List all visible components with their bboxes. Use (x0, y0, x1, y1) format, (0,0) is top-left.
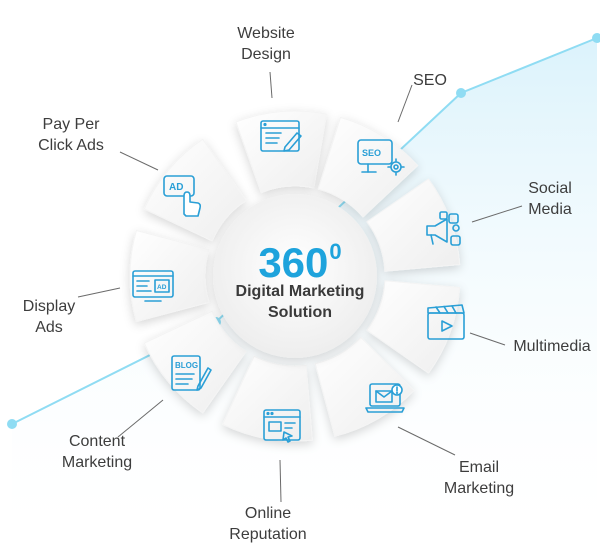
label-social-media: Social Media (520, 178, 580, 220)
center-subtitle: Digital Marketing Solution (210, 281, 390, 323)
petal-online-reputation (222, 355, 313, 442)
leader-line-online-reputation (279, 459, 282, 503)
label-multimedia-line1: Multimedia (513, 338, 591, 355)
leader-line-social-media (471, 205, 523, 223)
label-multimedia: Multimedia (504, 336, 600, 357)
center-subtitle-line1: Digital Marketing (235, 283, 365, 300)
label-display-ads-line2: Ads (35, 319, 63, 336)
center-number: 360 (258, 239, 329, 286)
monitor-ad-icon: AD (132, 270, 174, 302)
center-circle (213, 194, 377, 358)
svg-text:AD: AD (157, 284, 167, 291)
petal-social-media (366, 178, 461, 272)
megaphone-social-icon (426, 211, 461, 246)
label-online-reputation-line1: Online (244, 505, 292, 522)
ad-click-hand-icon: AD (163, 175, 202, 217)
label-pay-per-click-ads-line2: Click Ads (38, 137, 104, 154)
label-website-design-line2: Design (241, 46, 291, 63)
center-degree: 0 (329, 239, 342, 264)
growth-point (7, 419, 17, 429)
label-pay-per-click-ads: Pay Per Click Ads (26, 114, 116, 156)
label-seo-line1: SEO (413, 72, 447, 89)
leader-line-seo (397, 84, 413, 123)
browser-edit-icon (260, 120, 302, 152)
label-online-reputation: Online Reputation (220, 503, 316, 545)
label-social-media-line1: Social (528, 180, 572, 197)
label-display-ads: Display Ads (14, 296, 84, 338)
leader-lines (77, 71, 523, 503)
browser-cursor-icon (263, 409, 301, 443)
leader-line-email-marketing (397, 426, 456, 456)
svg-text:AD: AD (169, 182, 183, 193)
leader-line-display-ads (77, 287, 121, 298)
label-social-media-line2: Media (528, 201, 572, 218)
blog-pen-icon: BLOG (171, 355, 212, 391)
label-website-design-line1: Website (237, 25, 295, 42)
growth-point (456, 88, 466, 98)
label-website-design: Website Design (226, 23, 306, 65)
petal-content-marketing (143, 310, 247, 414)
clapperboard-icon (427, 304, 465, 340)
label-email-marketing-line2: Marketing (443, 480, 515, 497)
growth-point (592, 33, 600, 43)
svg-text:SEO: SEO (362, 148, 381, 158)
label-display-ads-line1: Display (22, 298, 76, 315)
label-online-reputation-line2: Reputation (229, 526, 307, 543)
laptop-email-icon (365, 383, 405, 413)
petal-pay-per-click-ads (143, 138, 247, 242)
center-title: 3600 (210, 228, 390, 287)
label-email-marketing-line1: Email (458, 459, 499, 476)
label-email-marketing: Email Marketing (434, 457, 524, 499)
leader-line-content-marketing (117, 399, 164, 438)
label-content-marketing: Content Marketing (52, 431, 142, 473)
petal-multimedia (366, 280, 461, 374)
leader-line-website-design (269, 71, 273, 99)
label-content-marketing-line2: Marketing (61, 454, 133, 471)
label-pay-per-click-ads-line1: Pay Per (42, 116, 100, 133)
seo-gear-icon: SEO (357, 139, 405, 176)
label-content-marketing-line1: Content (68, 433, 126, 450)
leader-line-multimedia (469, 332, 506, 346)
center-subtitle-line2: Solution (268, 304, 332, 321)
leader-line-pay-per-click-ads (119, 151, 159, 171)
svg-text:BLOG: BLOG (175, 361, 198, 370)
label-seo: SEO (400, 70, 460, 91)
